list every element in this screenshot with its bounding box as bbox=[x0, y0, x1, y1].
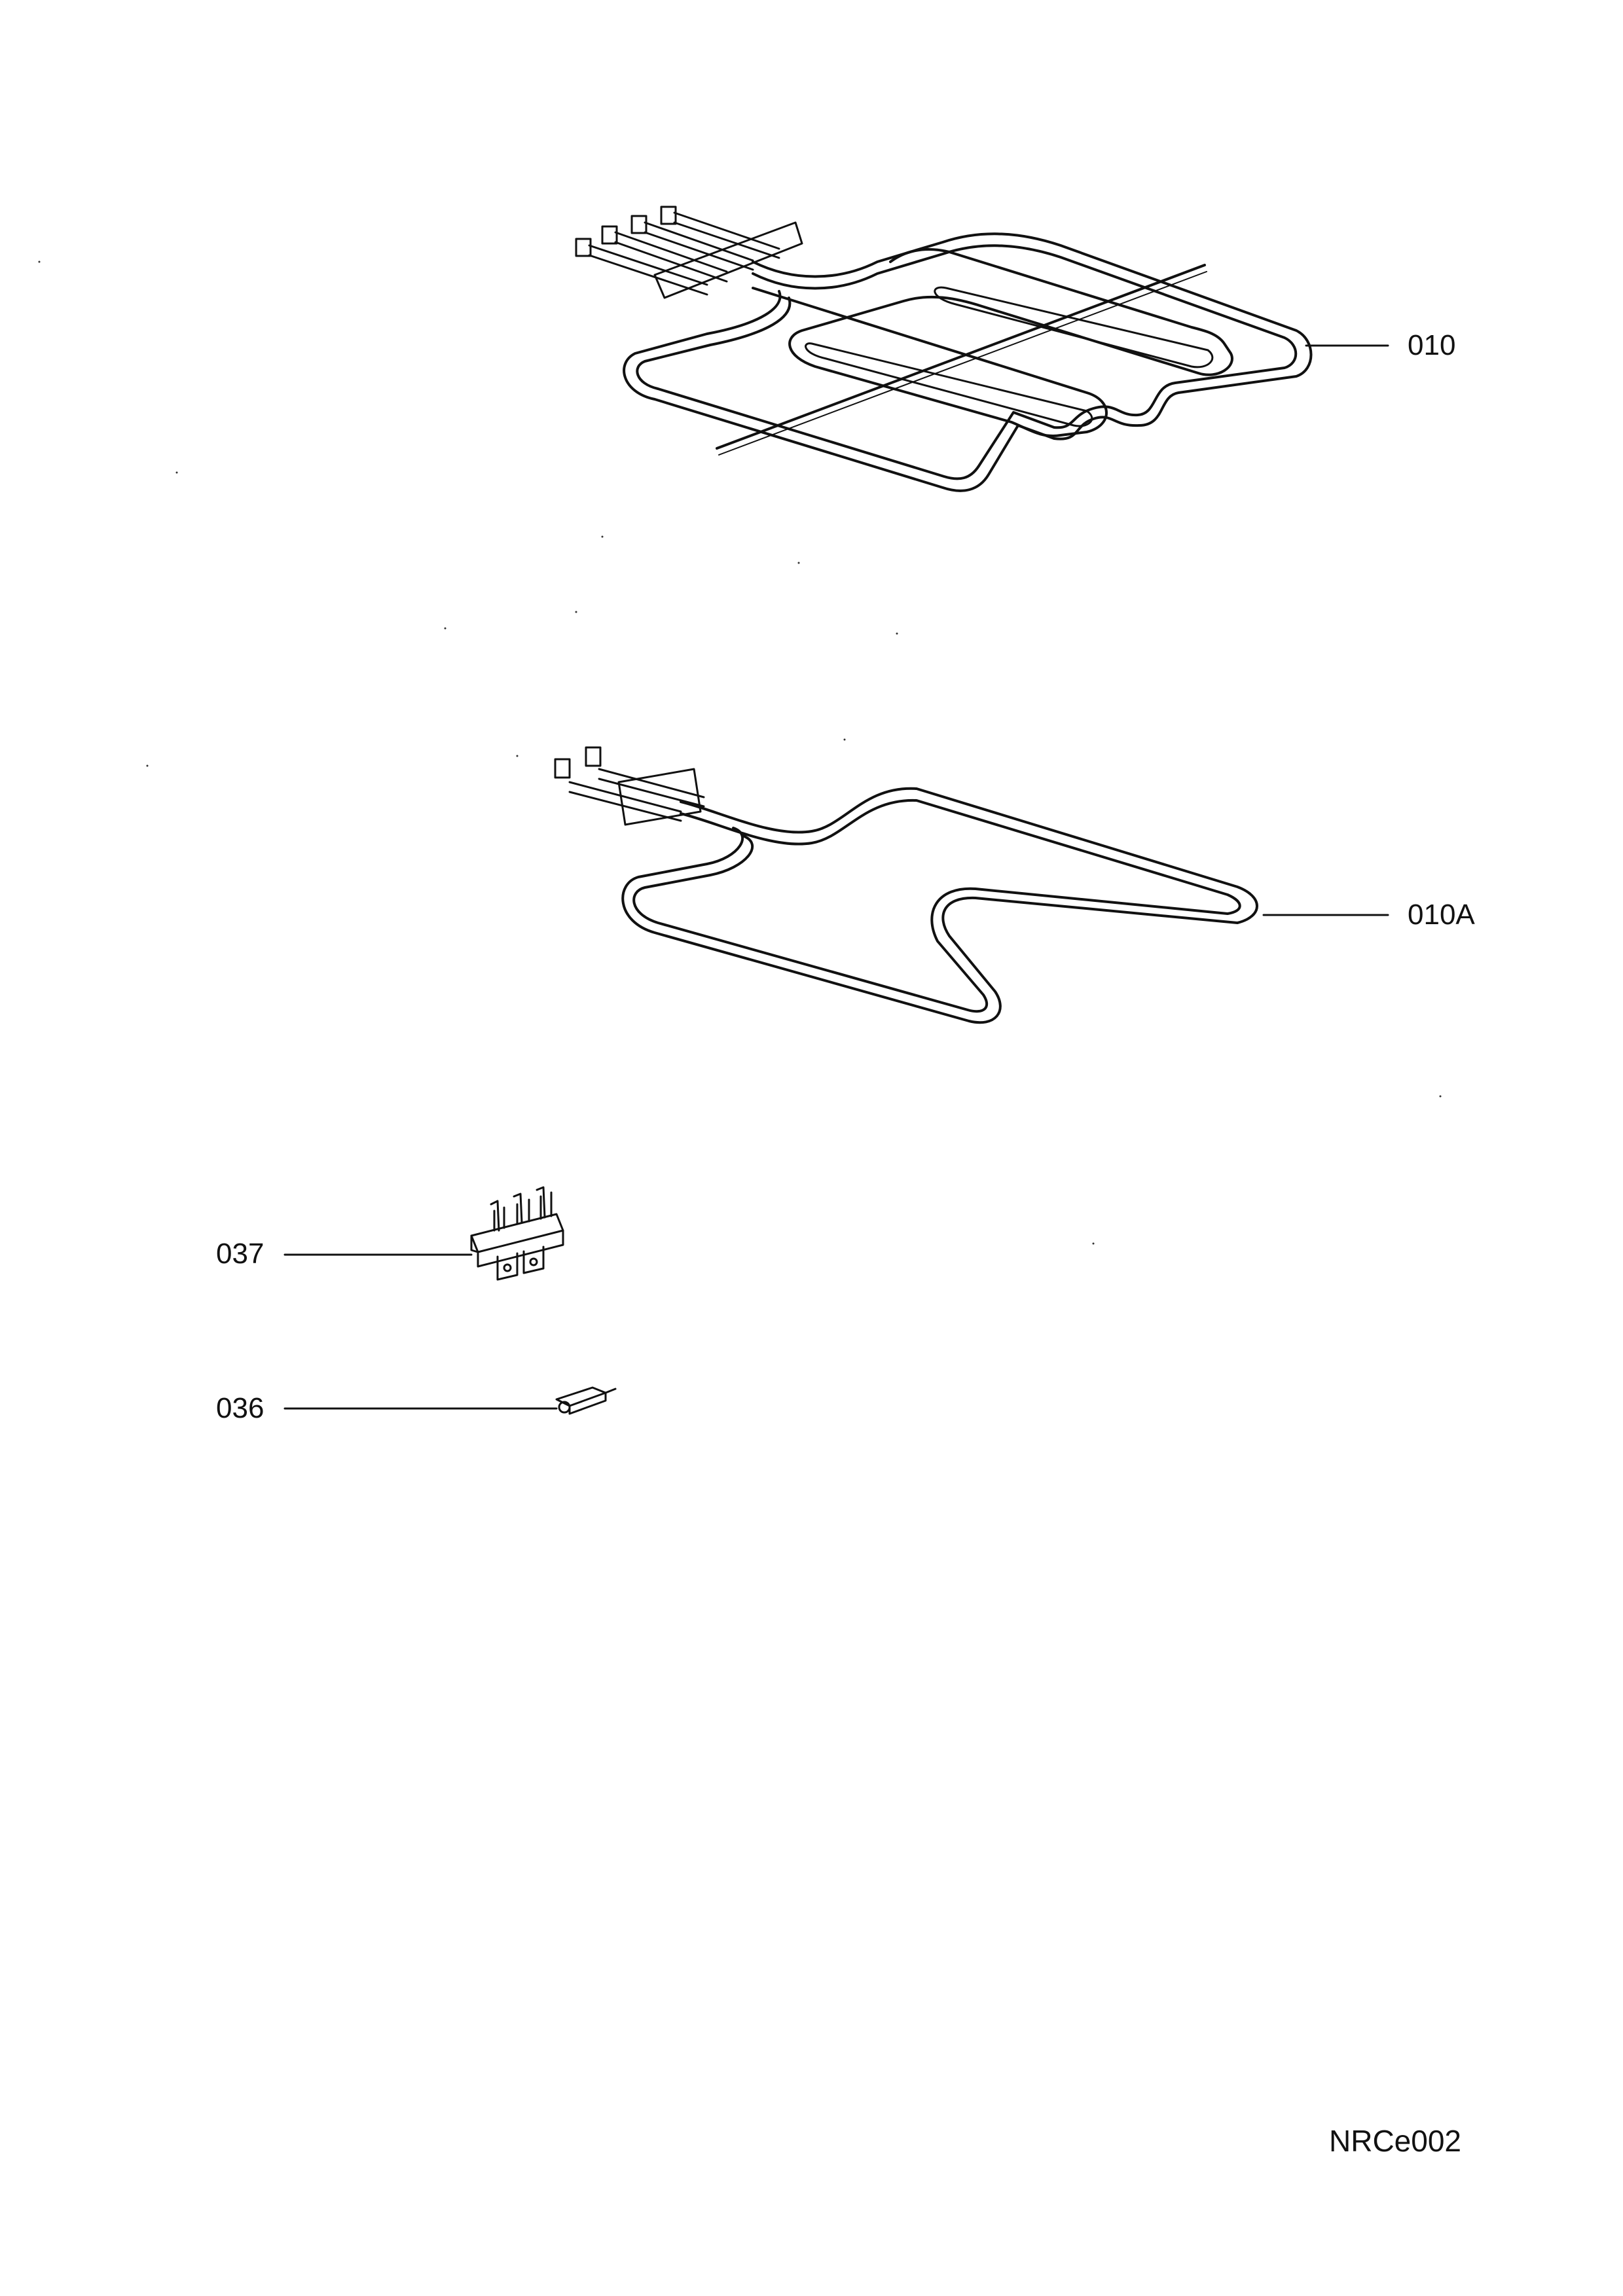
callout-010a: 010A bbox=[1408, 899, 1475, 931]
callout-037: 037 bbox=[216, 1238, 264, 1270]
callout-036: 036 bbox=[216, 1392, 264, 1424]
thermal-cutout bbox=[555, 1386, 617, 1415]
bottom-heating-element bbox=[554, 746, 1258, 1024]
callout-010: 010 bbox=[1408, 329, 1456, 361]
drawing-code: NRCe002 bbox=[1329, 2124, 1461, 2158]
terminal-block bbox=[470, 1186, 564, 1281]
scan-specks bbox=[38, 260, 1442, 1245]
grill-heating-element bbox=[575, 206, 1313, 492]
